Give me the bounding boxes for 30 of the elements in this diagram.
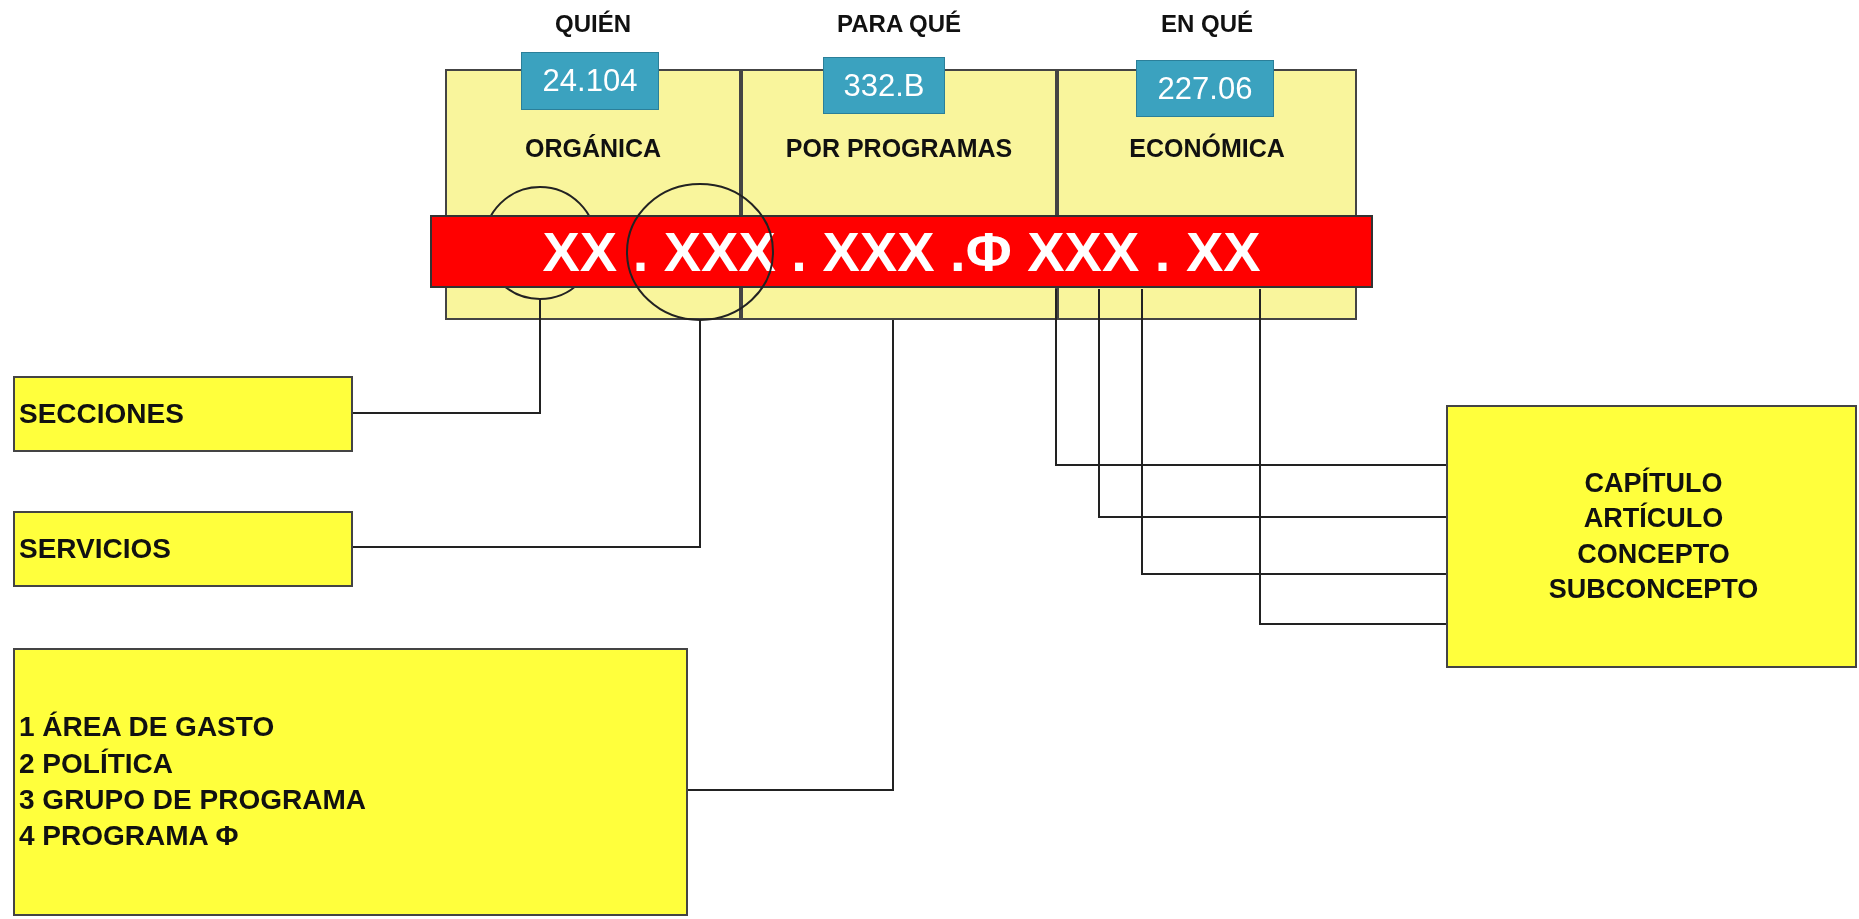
connector-line bbox=[1098, 288, 1447, 518]
category-box bbox=[13, 648, 688, 916]
category-label: 2 POLÍTICA bbox=[19, 746, 173, 781]
connector-line bbox=[1141, 288, 1447, 575]
category-label: SERVICIOS bbox=[19, 531, 171, 566]
category-label: 1 ÁREA DE GASTO bbox=[19, 710, 275, 745]
connector-line bbox=[687, 319, 894, 791]
connector-line bbox=[1055, 288, 1447, 466]
code-tag: 24.104 bbox=[521, 52, 659, 110]
connector-line bbox=[352, 299, 541, 414]
code-tag: 227.06 bbox=[1136, 60, 1274, 117]
column-heading: PARA QUÉ bbox=[836, 10, 962, 38]
column-title: POR PROGRAMAS bbox=[784, 134, 1014, 163]
category-label: SECCIONES bbox=[19, 396, 184, 431]
column-title: ECONÓMICA bbox=[1128, 134, 1286, 163]
category-label: CAPÍTULO bbox=[1584, 466, 1723, 501]
column-heading: EN QUÉ bbox=[1160, 10, 1254, 38]
category-label: 3 GRUPO DE PROGRAMA bbox=[19, 783, 366, 817]
column-heading: QUIÉN bbox=[554, 10, 632, 38]
category-box bbox=[13, 511, 353, 587]
category-box bbox=[1446, 405, 1857, 668]
connector-line bbox=[1259, 288, 1447, 625]
column-title: ORGÁNICA bbox=[523, 134, 663, 163]
category-label: CONCEPTO bbox=[1577, 537, 1730, 571]
connector-line bbox=[352, 320, 701, 548]
category-label: ARTÍCULO bbox=[1583, 501, 1724, 536]
category-label: 4 PROGRAMA Φ bbox=[19, 819, 239, 854]
category-label: SUBCONCEPTO bbox=[1548, 572, 1759, 606]
category-box bbox=[13, 376, 353, 452]
code-tag: 332.B bbox=[823, 57, 945, 114]
